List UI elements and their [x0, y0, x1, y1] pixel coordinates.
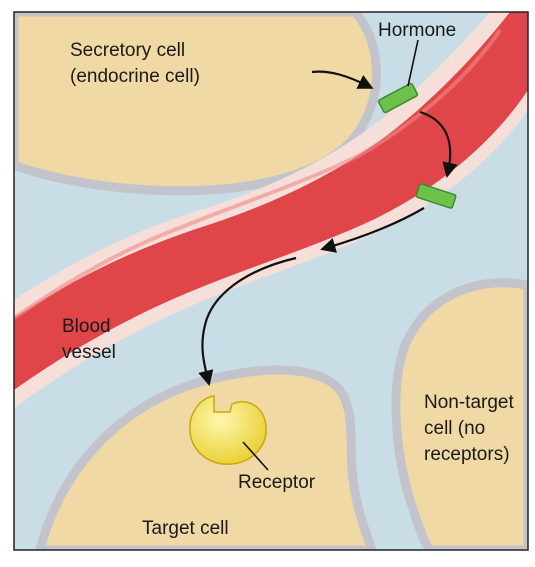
non-target-label-line2: cell (no [424, 418, 485, 439]
secretory-cell-label-line1: Secretory cell [70, 40, 185, 61]
receptor-label: Receptor [238, 472, 316, 493]
blood-vessel-label-line2: vessel [62, 342, 116, 363]
secretory-cell-label-line2: (endocrine cell) [70, 66, 200, 87]
blood-vessel-label-line1: Blood [62, 316, 111, 337]
non-target-label-line3: receptors) [424, 444, 510, 465]
non-target-cell [396, 283, 528, 550]
hormone-label: Hormone [378, 20, 456, 41]
target-cell-label: Target cell [142, 518, 229, 539]
non-target-label-line1: Non-target [424, 392, 514, 413]
